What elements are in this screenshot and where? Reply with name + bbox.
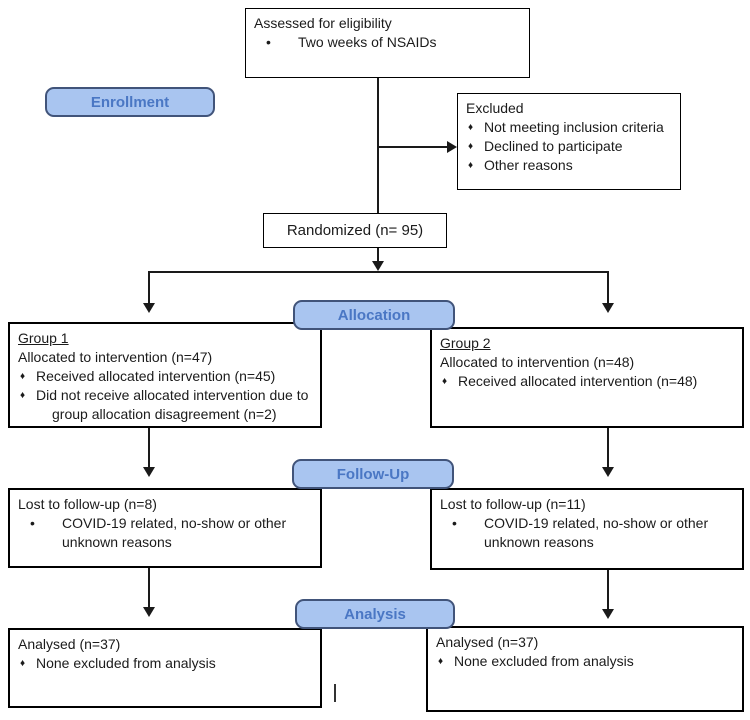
randomized-box: Randomized (n= 95) <box>263 213 447 248</box>
analysis2-box: Analysed (n=37) ♦ None excluded from ana… <box>426 626 744 712</box>
followup1-box: Lost to follow-up (n=8) • COVID-19 relat… <box>8 488 322 568</box>
excluded-bullet-1: ♦ Not meeting inclusion criteria <box>466 118 672 137</box>
dot-bullet-icon: • <box>452 515 457 531</box>
connector-branch-to-group2 <box>607 271 609 304</box>
group2-title: Group 2 <box>440 335 491 351</box>
analysis2-bullet: ♦ None excluded from analysis <box>436 652 734 671</box>
group1-title: Group 1 <box>18 330 69 346</box>
followup2-bullet: • COVID-19 related, no-show or other unk… <box>440 514 734 552</box>
analysis1-title: Analysed (n=37) <box>18 636 121 652</box>
arrowhead-excluded <box>447 141 457 153</box>
group1-box: Group 1 Allocated to intervention (n=47)… <box>8 322 322 428</box>
connector-branch-to-group1 <box>148 271 150 304</box>
diamond-bullet-icon: ♦ <box>20 371 26 382</box>
text-cursor <box>334 684 336 702</box>
group1-bullet-2-text: Did not receive allocated intervention d… <box>36 387 309 422</box>
branch-line <box>149 271 609 273</box>
diamond-bullet-icon: ♦ <box>468 141 474 152</box>
group1-bullet-1: ♦ Received allocated intervention (n=45) <box>18 367 312 386</box>
dot-bullet-icon: • <box>30 515 35 531</box>
group1-subtitle: Allocated to intervention (n=47) <box>18 349 213 365</box>
followup-badge: Follow-Up <box>292 459 454 489</box>
analysis-badge-label: Analysis <box>344 605 406 623</box>
assessed-bullet-text: Two weeks of NSAIDs <box>298 34 437 50</box>
arrowhead-branch <box>372 261 384 271</box>
connector-followup1-to-analysis1 <box>148 568 150 608</box>
arrowhead-group2 <box>602 303 614 313</box>
excluded-bullet-3-text: Other reasons <box>484 157 573 173</box>
arrowhead-analysis1 <box>143 607 155 617</box>
connector-group1-to-followup1 <box>148 428 150 468</box>
assessed-title: Assessed for eligibility <box>254 15 392 31</box>
group1-bullet-1-text: Received allocated intervention (n=45) <box>36 368 276 384</box>
arrowhead-group1 <box>143 303 155 313</box>
arrowhead-followup2 <box>602 467 614 477</box>
followup1-title: Lost to follow-up (n=8) <box>18 496 157 512</box>
enrollment-badge: Enrollment <box>45 87 215 117</box>
enrollment-badge-label: Enrollment <box>90 93 170 111</box>
group1-bullet-2: ♦ Did not receive allocated intervention… <box>18 386 312 424</box>
excluded-bullet-1-text: Not meeting inclusion criteria <box>484 119 664 135</box>
analysis2-bullet-text: None excluded from analysis <box>454 653 634 669</box>
analysis2-title: Analysed (n=37) <box>436 634 539 650</box>
followup2-title: Lost to follow-up (n=11) <box>440 496 586 512</box>
diamond-bullet-icon: ♦ <box>442 376 448 387</box>
group2-box: Group 2 Allocated to intervention (n=48)… <box>430 327 744 428</box>
excluded-bullet-3: ♦ Other reasons <box>466 156 672 175</box>
followup1-bullet: • COVID-19 related, no-show or other unk… <box>18 514 312 552</box>
diamond-bullet-icon: ♦ <box>438 656 444 667</box>
connector-assessed-to-randomized <box>377 78 379 213</box>
followup2-bullet-text: COVID-19 related, no-show or other unkno… <box>484 515 709 550</box>
group2-bullet-1-text: Received allocated intervention (n=48) <box>458 373 698 389</box>
group2-subtitle: Allocated to intervention (n=48) <box>440 354 635 370</box>
arrowhead-analysis2 <box>602 609 614 619</box>
group2-bullet-1: ♦ Received allocated intervention (n=48) <box>440 372 734 391</box>
diamond-bullet-icon: ♦ <box>20 658 26 669</box>
diamond-bullet-icon: ♦ <box>20 390 26 401</box>
randomized-label: Randomized (n= 95) <box>286 222 424 239</box>
connector-group2-to-followup2 <box>607 428 609 468</box>
arrowhead-followup1 <box>143 467 155 477</box>
analysis1-bullet-text: None excluded from analysis <box>36 655 216 671</box>
connector-randomized-to-branch <box>377 248 379 262</box>
excluded-box: Excluded ♦ Not meeting inclusion criteri… <box>457 93 681 190</box>
assessed-box: Assessed for eligibility • Two weeks of … <box>245 8 530 78</box>
excluded-bullet-2: ♦ Declined to participate <box>466 137 672 156</box>
diamond-bullet-icon: ♦ <box>468 160 474 171</box>
diamond-bullet-icon: ♦ <box>468 122 474 133</box>
connector-to-excluded <box>377 146 447 148</box>
allocation-badge: Allocation <box>293 300 455 330</box>
dot-bullet-icon: • <box>266 34 271 50</box>
analysis1-bullet: ♦ None excluded from analysis <box>18 654 312 673</box>
excluded-bullet-2-text: Declined to participate <box>484 138 623 154</box>
analysis-badge: Analysis <box>295 599 455 629</box>
connector-followup2-to-analysis2 <box>607 570 609 610</box>
followup2-box: Lost to follow-up (n=11) • COVID-19 rela… <box>430 488 744 570</box>
analysis1-box: Analysed (n=37) ♦ None excluded from ana… <box>8 628 322 708</box>
assessed-bullet: • Two weeks of NSAIDs <box>254 33 521 52</box>
allocation-badge-label: Allocation <box>337 306 411 324</box>
followup1-bullet-text: COVID-19 related, no-show or other unkno… <box>62 515 287 550</box>
excluded-title: Excluded <box>466 100 524 116</box>
followup-badge-label: Follow-Up <box>336 465 410 483</box>
